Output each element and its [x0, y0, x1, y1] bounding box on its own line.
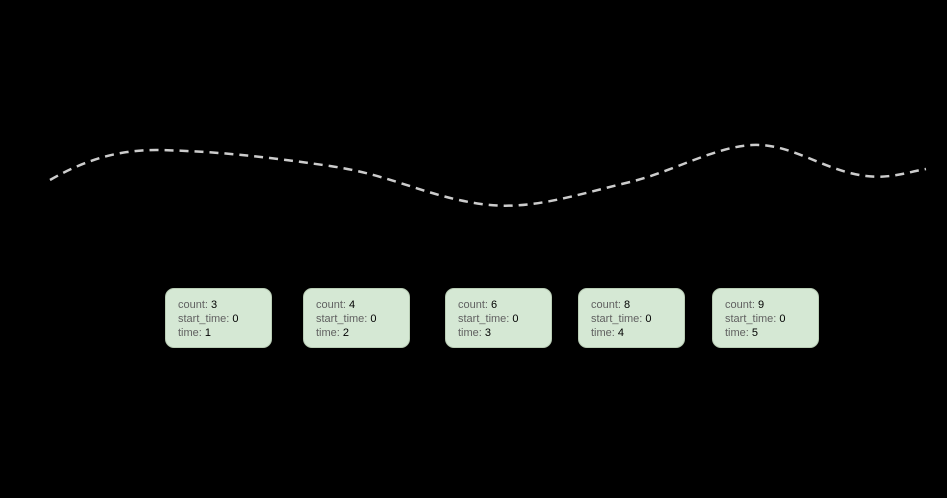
node-field-start-time: start_time:0	[591, 312, 684, 326]
dashed-curve	[49, 143, 927, 207]
state-node-4: count:8 start_time:0 time:4	[578, 288, 685, 348]
start-time-value: 0	[779, 313, 786, 325]
start-time-label: start_time:	[316, 313, 368, 325]
start-time-value: 0	[512, 313, 519, 325]
node-field-count: count:9	[725, 298, 818, 312]
node-field-count: count:4	[316, 298, 409, 312]
time-value: 1	[204, 327, 211, 339]
state-node-1: count:3 start_time:0 time:1	[165, 288, 272, 348]
count-label: count:	[591, 299, 621, 311]
state-node-2: count:4 start_time:0 time:2	[303, 288, 410, 348]
node-field-time: time:4	[591, 326, 684, 340]
time-label: time:	[725, 327, 749, 339]
node-field-start-time: start_time:0	[316, 312, 409, 326]
time-value: 4	[617, 327, 624, 339]
time-label: time:	[591, 327, 615, 339]
time-label: time:	[178, 327, 202, 339]
start-time-label: start_time:	[591, 313, 643, 325]
start-time-value: 0	[370, 313, 377, 325]
count-label: count:	[178, 299, 208, 311]
count-label: count:	[725, 299, 755, 311]
node-field-count: count:8	[591, 298, 684, 312]
state-node-5: count:9 start_time:0 time:5	[712, 288, 819, 348]
count-value: 9	[757, 299, 765, 311]
node-field-start-time: start_time:0	[725, 312, 818, 326]
start-time-label: start_time:	[458, 313, 510, 325]
count-value: 8	[623, 299, 631, 311]
start-time-value: 0	[232, 313, 239, 325]
node-field-time: time:1	[178, 326, 271, 340]
time-value: 3	[484, 327, 491, 339]
node-field-time: time:2	[316, 326, 409, 340]
start-time-value: 0	[645, 313, 652, 325]
time-label: time:	[458, 327, 482, 339]
start-time-label: start_time:	[178, 313, 230, 325]
count-value: 4	[348, 299, 356, 311]
time-value: 2	[342, 327, 349, 339]
start-time-label: start_time:	[725, 313, 777, 325]
node-field-time: time:5	[725, 326, 818, 340]
node-field-start-time: start_time:0	[458, 312, 551, 326]
time-label: time:	[316, 327, 340, 339]
state-node-3: count:6 start_time:0 time:3	[445, 288, 552, 348]
node-field-count: count:3	[178, 298, 271, 312]
node-field-time: time:3	[458, 326, 551, 340]
node-field-count: count:6	[458, 298, 551, 312]
count-value: 3	[210, 299, 218, 311]
count-label: count:	[316, 299, 346, 311]
count-value: 6	[490, 299, 498, 311]
node-field-start-time: start_time:0	[178, 312, 271, 326]
count-label: count:	[458, 299, 488, 311]
time-value: 5	[751, 327, 758, 339]
